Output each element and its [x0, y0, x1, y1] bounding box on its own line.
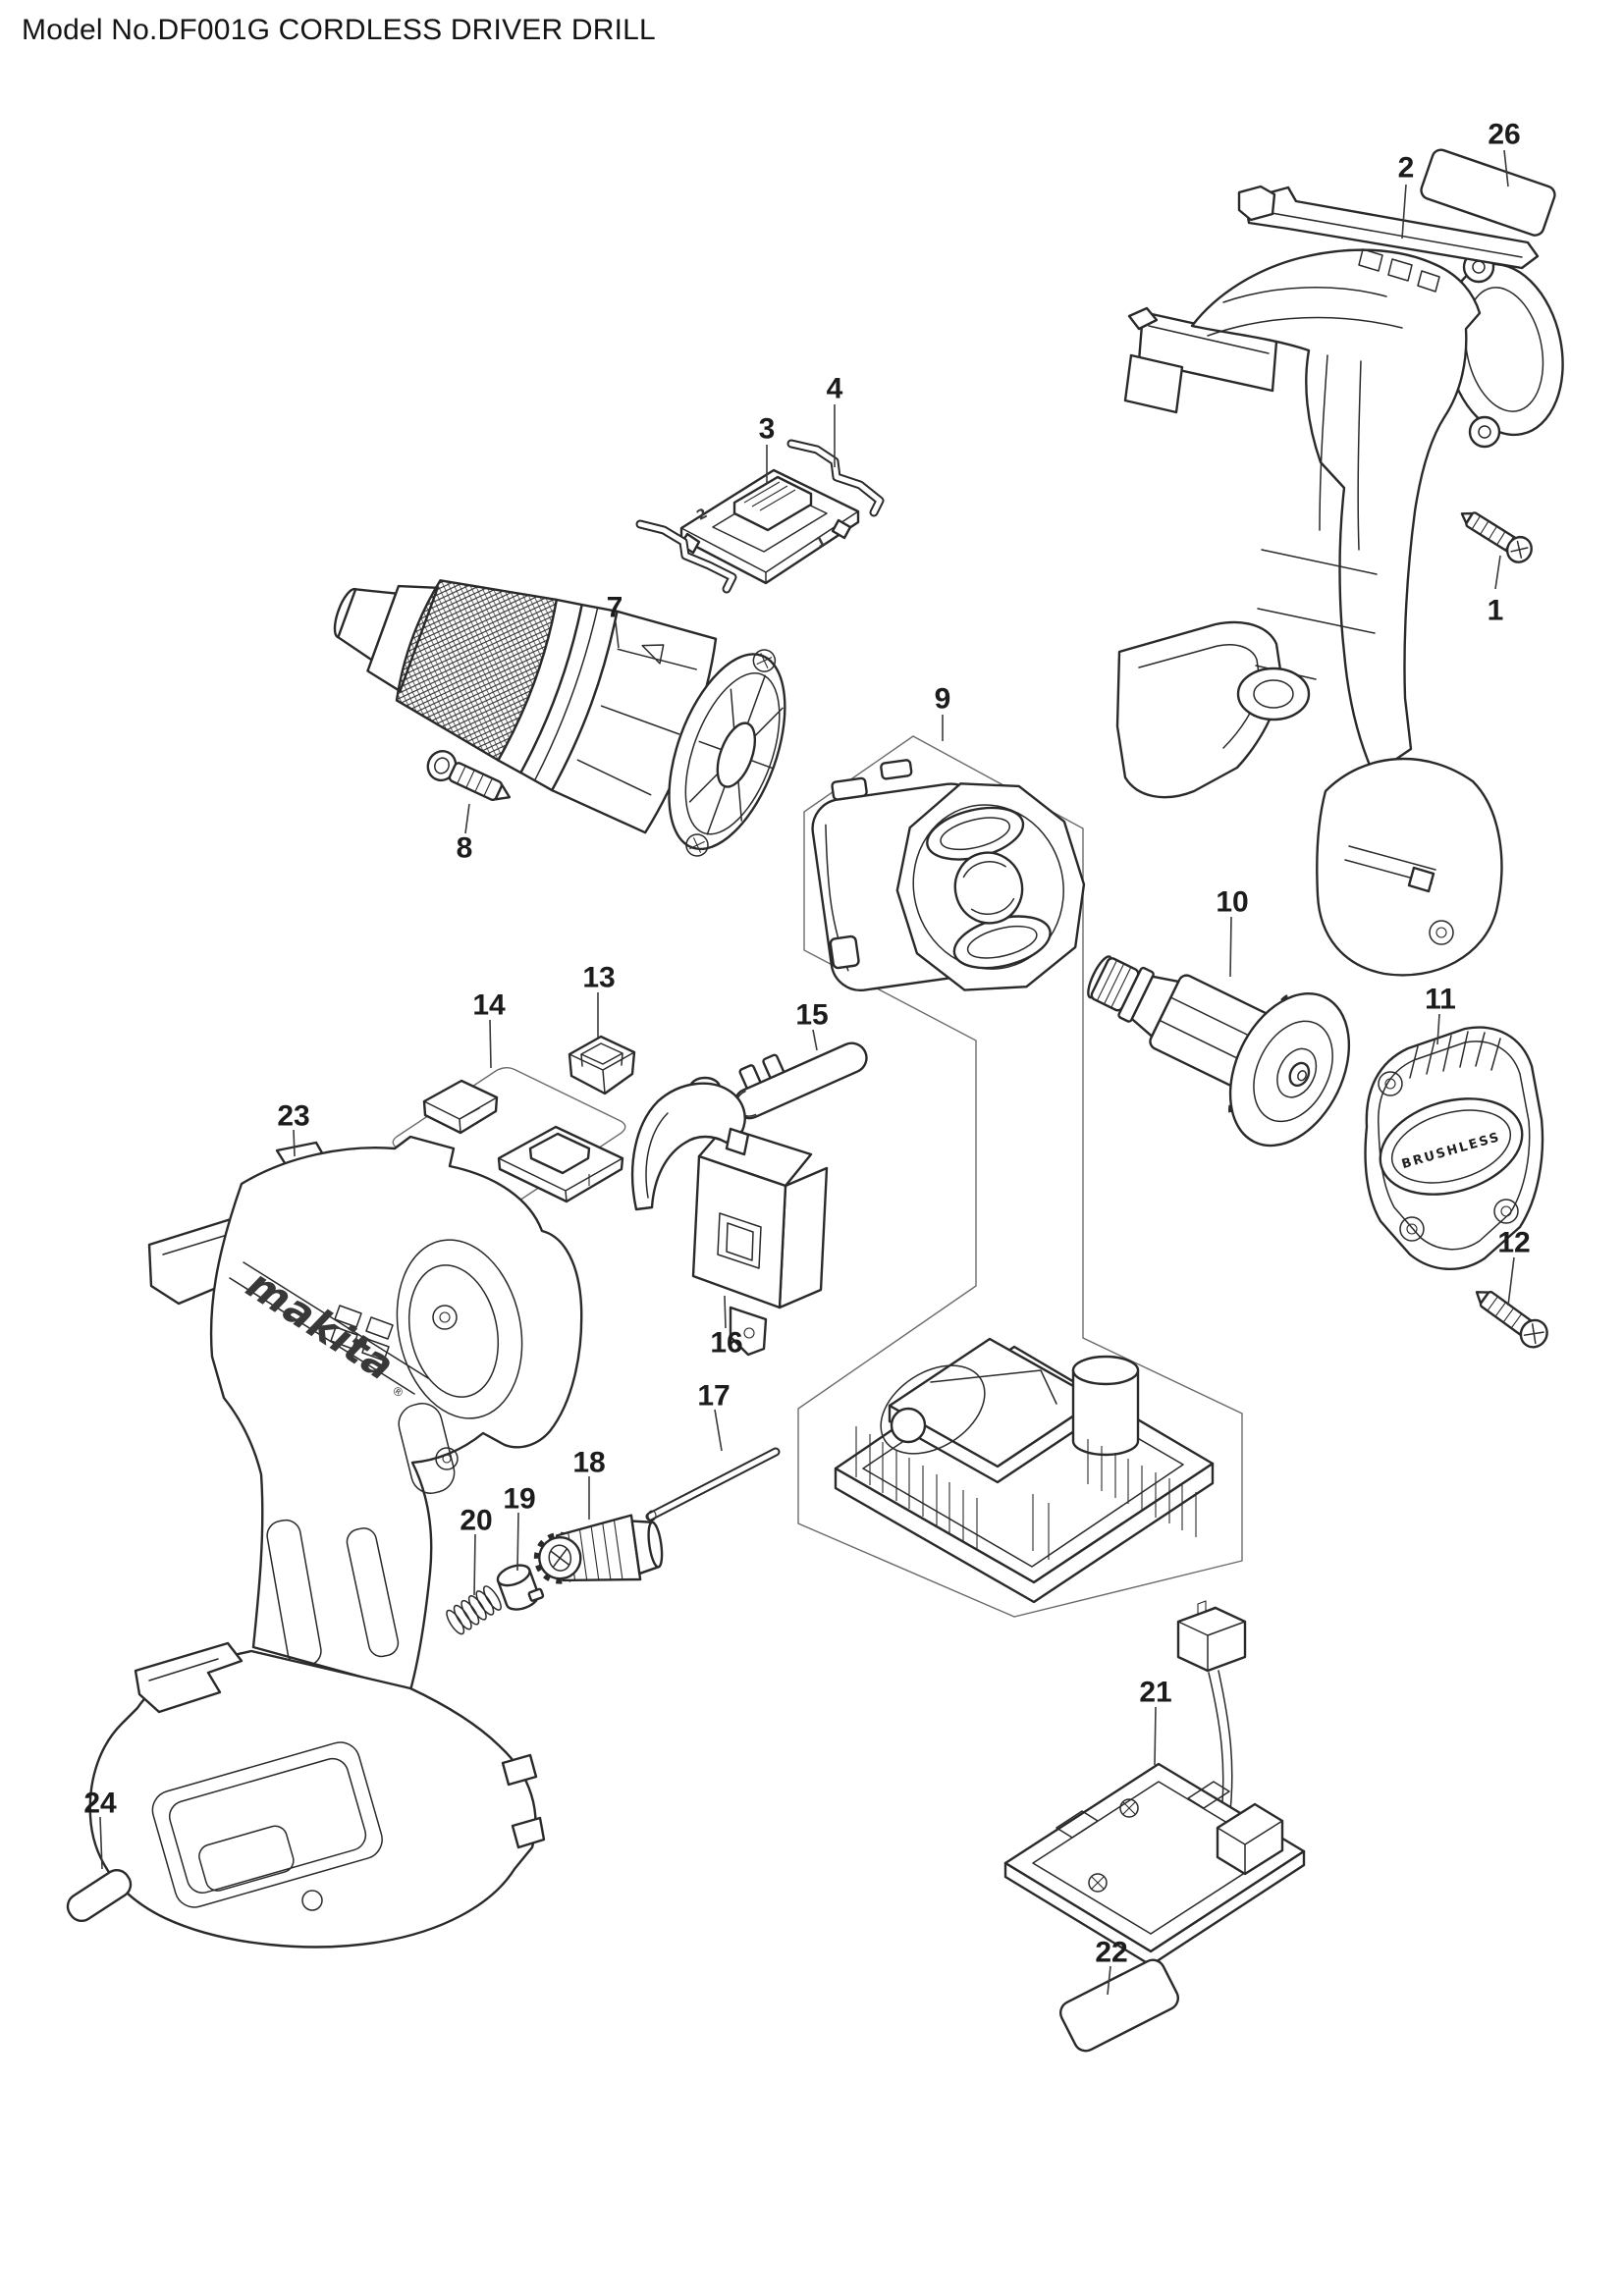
part-10-rotor [1087, 955, 1351, 1148]
callout-leader-8 [464, 803, 470, 834]
callout-leader-22 [1107, 1965, 1111, 1996]
callout-leader-11 [1436, 1013, 1440, 1045]
callout-12: 12 [1497, 1227, 1530, 1259]
part-1-screw [1460, 511, 1533, 563]
part-26-label [1420, 148, 1556, 237]
part-7-gear-assembly [333, 579, 786, 857]
callout-20: 20 [460, 1505, 492, 1537]
callout-leader-23 [293, 1129, 296, 1157]
callout-3: 3 [759, 413, 776, 446]
rotor-fan [1228, 991, 1351, 1148]
callout-7: 7 [607, 592, 623, 624]
callout-leader-14 [489, 1019, 492, 1069]
callout-14: 14 [472, 989, 506, 1022]
callout-leader-15 [812, 1029, 818, 1051]
part-11-motor-cover: BRUSHLESS [1364, 1026, 1544, 1270]
group-14-boundary [392, 1067, 626, 1202]
callout-2: 2 [1398, 152, 1415, 185]
part-23-handle-housing: makita ® [88, 1135, 583, 1949]
callout-leader-19 [516, 1512, 519, 1572]
callout-leader-26 [1503, 149, 1509, 187]
callout-leader-12 [1507, 1256, 1515, 1307]
part-3-speed-lever: 2 1 [678, 468, 860, 585]
callout-leader-24 [99, 1816, 103, 1870]
group-9-boundary [797, 735, 1243, 1618]
callout-11: 11 [1425, 984, 1456, 1016]
switch-trigger [630, 1082, 746, 1211]
part-16-switch [630, 1076, 829, 1357]
part-17-pin [645, 1447, 781, 1522]
part-4-wire-clips [635, 439, 885, 594]
callout-9: 9 [935, 683, 951, 716]
part-24-label [66, 1868, 133, 1923]
callout-18: 18 [572, 1447, 605, 1479]
callout-16: 16 [710, 1327, 742, 1360]
part-18-knob [533, 1514, 664, 1584]
part-13-cap [568, 1035, 636, 1095]
callout-15: 15 [795, 999, 828, 1032]
callout-leader-1 [1494, 555, 1501, 590]
part-2-housing-half [1115, 185, 1564, 977]
callout-13: 13 [582, 962, 615, 994]
callout-19: 19 [503, 1483, 535, 1516]
callout-leader-7 [615, 621, 620, 649]
callout-4: 4 [827, 373, 843, 405]
callout-leader-10 [1229, 916, 1232, 978]
callout-26: 26 [1488, 119, 1520, 151]
callout-10: 10 [1216, 886, 1248, 919]
callout-8: 8 [457, 832, 473, 865]
page-title: Model No.DF001G CORDLESS DRIVER DRILL [22, 14, 656, 46]
controller-module [834, 1337, 1215, 1604]
part-12-screw [1475, 1290, 1548, 1349]
callout-leader-16 [724, 1295, 727, 1329]
part-20-spring [446, 1585, 502, 1635]
callout-leader-2 [1401, 184, 1407, 240]
part-19-bushing [496, 1564, 545, 1611]
part-9-stator [811, 759, 1086, 992]
terminal-connector [1176, 1606, 1247, 1673]
callout-leader-17 [714, 1409, 723, 1452]
callout-leader-20 [473, 1533, 476, 1596]
callout-1: 1 [1488, 595, 1504, 627]
part-21-terminal [1003, 1600, 1306, 1967]
callout-23: 23 [277, 1100, 309, 1133]
part-8-screw [426, 749, 512, 802]
callout-17: 17 [697, 1380, 730, 1413]
controller-capacitor [1071, 1368, 1140, 1457]
callout-24: 24 [83, 1788, 117, 1820]
callout-21: 21 [1139, 1677, 1171, 1709]
part-14-button-set [392, 1067, 626, 1203]
callout-leader-21 [1154, 1706, 1157, 1766]
part-22-label [1059, 1958, 1179, 2053]
part-15-bar [733, 1041, 868, 1120]
cover-vent-slots [1409, 1031, 1501, 1079]
callout-22: 22 [1095, 1937, 1127, 1969]
